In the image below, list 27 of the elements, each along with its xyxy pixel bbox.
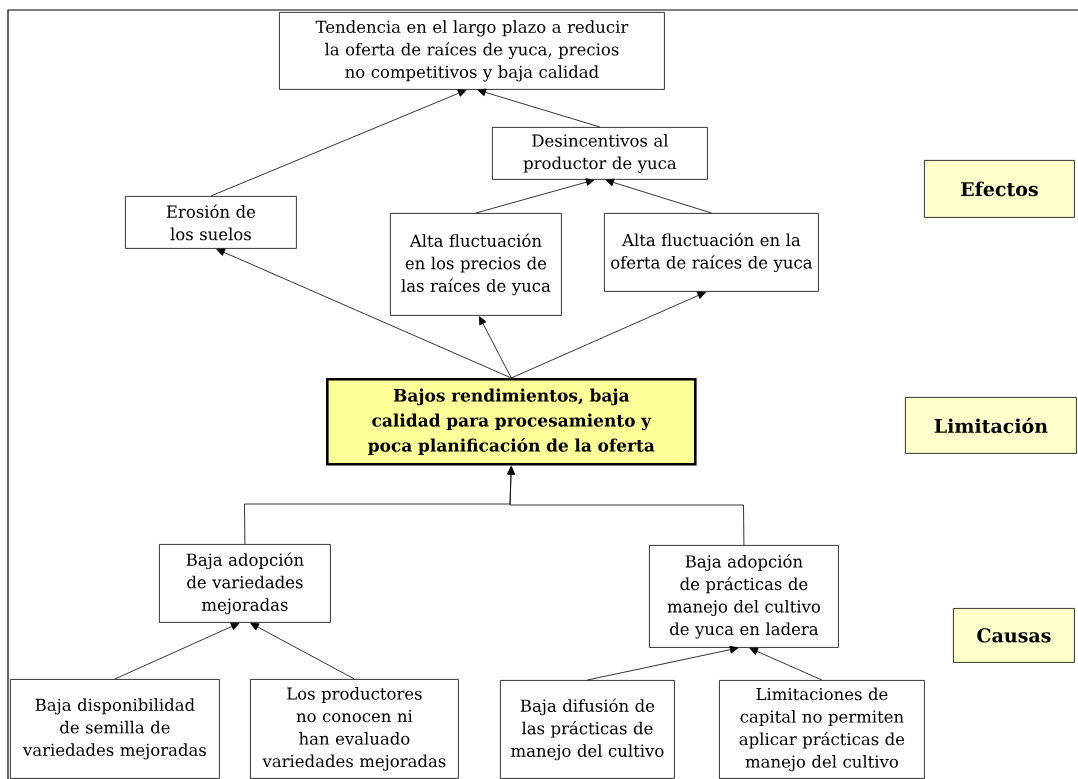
cause-effect-box: Los productores no conocen ni han evaluado variedades mejoradas <box>250 679 459 779</box>
level-tag: Causas <box>953 608 1075 663</box>
arrow <box>210 89 467 197</box>
arrow <box>477 88 601 128</box>
cause-effect-box: Baja adopción de prácticas de manejo del cultivo de yuca en ladera <box>649 545 839 648</box>
arrow <box>478 316 512 379</box>
arrow <box>749 647 823 681</box>
cause-effect-box: Tendencia en el largo plazo a reducir la oferta de raíces de yuca, precios no competitivos y baja calidad <box>279 12 665 90</box>
arrow <box>250 622 355 680</box>
arrow <box>216 248 512 379</box>
arrow <box>507 466 745 546</box>
cause-effect-box: Baja adopción de variedades mejoradas <box>159 544 331 623</box>
cause-effect-box: Alta fluctuación en los precios de las raíces de yuca <box>390 213 562 316</box>
cause-effect-box: Baja difusión de las prácticas de manejo del cultivo <box>500 680 675 779</box>
arrow <box>114 622 240 680</box>
arrow <box>605 178 712 214</box>
cause-effect-box: Erosión de los suelos <box>125 196 297 249</box>
level-tag: Limitación <box>905 397 1077 454</box>
cause-effect-box: Baja disponibilidad de semilla de variedades mejoradas <box>10 679 220 779</box>
cause-effect-box: Limitaciones de capital no permiten aplicar prácticas de manejo del cultivo <box>719 680 925 779</box>
arrow <box>510 291 706 379</box>
level-tag: Efectos <box>924 160 1075 218</box>
cause-effect-box: Alta fluctuación en la oferta de raíces de yuca <box>604 213 819 292</box>
arrow <box>587 645 739 681</box>
problem-box: Bajos rendimientos, baja calidad para procesamiento y poca planificación de la oferta <box>326 378 697 466</box>
arrow <box>475 178 595 214</box>
cause-effect-box: Desincentivos al productor de yuca <box>492 127 708 180</box>
